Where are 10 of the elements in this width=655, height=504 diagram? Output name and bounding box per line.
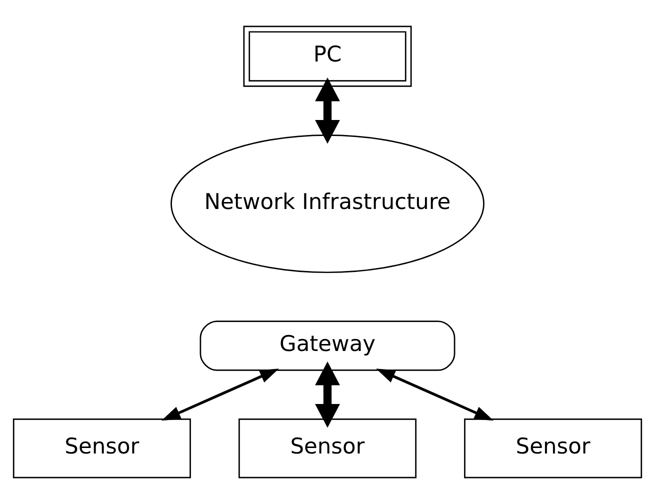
node-box: Sensor <box>238 418 416 478</box>
arrow <box>161 368 279 421</box>
node-ellipse: Network Infrastructure <box>170 134 484 274</box>
node-box: Sensor <box>12 418 191 478</box>
arrow <box>376 368 494 421</box>
node-box: Gateway <box>200 320 456 371</box>
node-box: PC <box>243 26 412 87</box>
node-box: Sensor <box>464 418 642 478</box>
arrow <box>315 362 340 428</box>
arrow <box>315 78 340 144</box>
